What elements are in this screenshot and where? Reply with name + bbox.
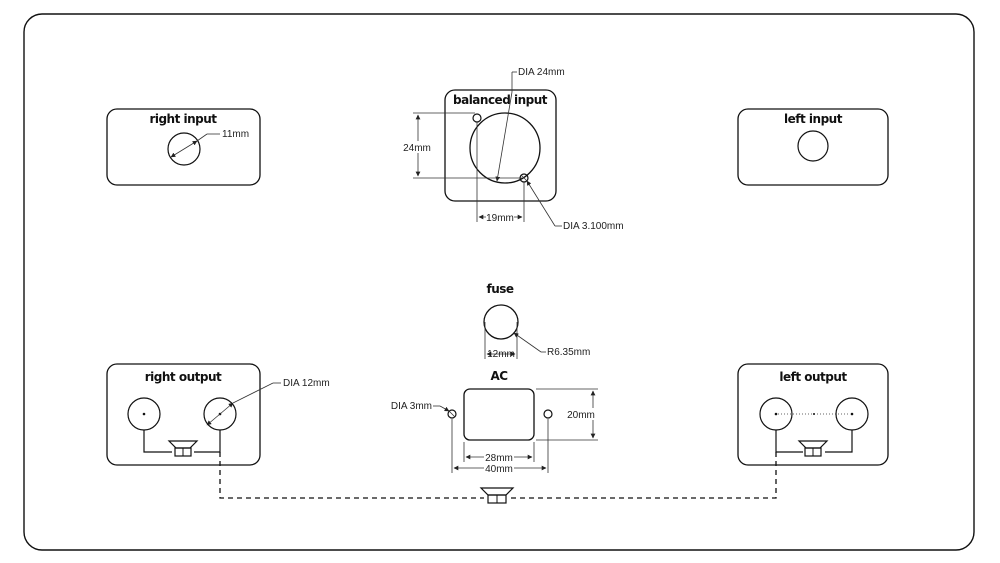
right-output-dim: DIA 12mm xyxy=(283,378,330,389)
left-output-block: left output xyxy=(510,363,889,499)
center-speaker-icon xyxy=(479,487,515,504)
right-input-dim: 11mm xyxy=(222,129,249,140)
left-speaker-icon xyxy=(797,440,829,457)
ac-height-dim: 20mm xyxy=(567,410,595,421)
left-input-block: left input xyxy=(737,108,889,186)
fuse-label: fuse xyxy=(486,282,513,296)
ac-label: AC xyxy=(490,369,508,383)
ac-width-dim: 28mm xyxy=(485,453,513,464)
fuse-hole xyxy=(483,304,519,340)
fuse-radius-dim: R6.35mm xyxy=(547,347,590,358)
balanced-dia-dim: DIA 24mm xyxy=(518,67,565,78)
right-output-block: right output DIA 12mm xyxy=(106,363,484,499)
right-output-label: right output xyxy=(145,370,222,384)
fuse-block: fuse 12mm R6.35mm xyxy=(483,282,590,360)
ac-screw-hole-left xyxy=(447,409,457,419)
ac-spacing-dim: 40mm xyxy=(485,464,513,475)
ac-socket-cutout xyxy=(463,388,535,441)
balanced-screw-hole-top xyxy=(472,113,482,123)
ac-screw-dim: DIA 3mm xyxy=(391,401,432,412)
balanced-spacing-dim: 19mm xyxy=(486,213,514,224)
ac-screw-hole-right xyxy=(543,409,553,419)
balanced-screw-dim: DIA 3.100mm xyxy=(563,221,624,232)
right-speaker-icon xyxy=(167,440,199,457)
left-input-label: left input xyxy=(784,112,843,126)
balanced-input-block: balanced input DIA 24mm 24mm 19mm DIA 3.… xyxy=(399,67,624,232)
right-input-block: right input 11mm xyxy=(106,108,261,186)
balanced-height-dim: 24mm xyxy=(403,143,431,154)
front-panel-outline xyxy=(23,13,975,551)
balanced-input-label: balanced input xyxy=(453,93,548,107)
balanced-input-hole xyxy=(469,112,541,184)
left-input-hole xyxy=(797,130,829,162)
ac-block: AC DIA 3mm 20mm 28mm 40mm xyxy=(391,369,609,475)
left-output-label: left output xyxy=(779,370,847,384)
right-input-hole xyxy=(167,132,201,166)
fuse-width-dim: 12mm xyxy=(487,349,515,360)
right-input-label: right input xyxy=(149,112,217,126)
